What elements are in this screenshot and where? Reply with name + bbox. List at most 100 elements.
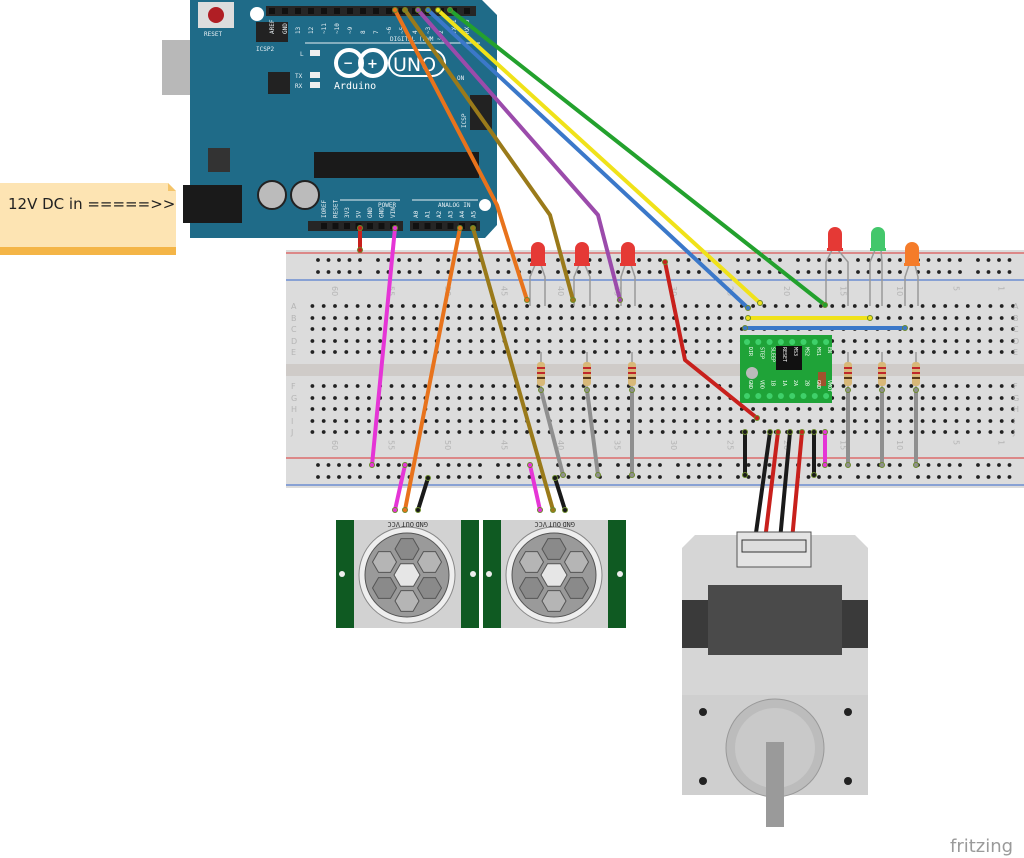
breadboard-hole[interactable] — [604, 384, 609, 388]
breadboard-hole[interactable] — [604, 407, 609, 411]
breadboard-hole[interactable] — [932, 327, 936, 331]
breadboard-hole[interactable] — [491, 316, 496, 320]
breadboard-hole[interactable] — [446, 327, 450, 331]
rail-hole[interactable] — [827, 258, 832, 262]
rail-hole[interactable] — [436, 463, 440, 467]
rail-hole[interactable] — [937, 270, 941, 274]
breadboard-hole[interactable] — [717, 430, 722, 434]
rail-hole[interactable] — [598, 270, 602, 274]
rail-hole[interactable] — [556, 258, 560, 262]
breadboard-hole[interactable] — [660, 304, 665, 308]
breadboard-hole[interactable] — [864, 407, 868, 411]
rail-hole[interactable] — [976, 463, 980, 467]
breadboard-hole[interactable] — [954, 396, 959, 400]
breadboard-hole[interactable] — [434, 384, 439, 388]
breadboard-hole[interactable] — [920, 327, 925, 331]
breadboard-hole[interactable] — [909, 430, 914, 434]
breadboard-hole[interactable] — [988, 316, 993, 320]
breadboard-hole[interactable] — [412, 316, 416, 320]
breadboard-hole[interactable] — [717, 396, 722, 400]
breadboard-hole[interactable] — [672, 407, 676, 411]
breadboard-hole[interactable] — [626, 350, 631, 354]
rail-hole[interactable] — [478, 463, 482, 467]
breadboard-hole[interactable] — [491, 396, 496, 400]
rail-hole[interactable] — [997, 475, 1001, 479]
breadboard-hole[interactable] — [457, 396, 462, 400]
breadboard-hole[interactable] — [581, 430, 586, 434]
header-pin[interactable] — [436, 223, 442, 229]
breadboard-hole[interactable] — [977, 339, 981, 343]
rail-hole[interactable] — [347, 258, 352, 262]
breadboard-hole[interactable] — [706, 419, 710, 423]
breadboard-hole[interactable] — [965, 430, 970, 434]
breadboard-hole[interactable] — [932, 407, 936, 411]
rail-hole[interactable] — [496, 463, 500, 467]
breadboard-hole[interactable] — [547, 327, 552, 331]
rail-hole[interactable] — [478, 475, 482, 479]
rail-hole[interactable] — [856, 258, 860, 262]
breadboard-hole[interactable] — [909, 396, 914, 400]
breadboard-hole[interactable] — [660, 327, 665, 331]
breadboard-hole[interactable] — [762, 407, 767, 411]
breadboard-hole[interactable] — [615, 396, 620, 400]
breadboard-hole[interactable] — [932, 339, 936, 343]
breadboard-hole[interactable] — [536, 430, 541, 434]
breadboard-hole[interactable] — [502, 407, 507, 411]
breadboard-hole[interactable] — [898, 430, 902, 434]
rail-hole[interactable] — [757, 270, 761, 274]
breadboard-hole[interactable] — [683, 430, 688, 434]
rail-hole[interactable] — [556, 270, 560, 274]
breadboard-hole[interactable] — [819, 430, 823, 434]
breadboard-hole[interactable] — [367, 396, 371, 400]
breadboard-hole[interactable] — [310, 396, 315, 400]
breadboard-hole[interactable] — [886, 384, 891, 388]
red-wire[interactable] — [663, 260, 759, 420]
breadboard-hole[interactable] — [412, 384, 416, 388]
header-pin[interactable] — [399, 8, 405, 14]
rail-hole[interactable] — [637, 270, 641, 274]
breadboard-hole[interactable] — [615, 350, 620, 354]
breadboard-hole[interactable] — [965, 327, 970, 331]
breadboard-hole[interactable] — [378, 316, 383, 320]
breadboard-hole[interactable] — [977, 396, 981, 400]
breadboard-hole[interactable] — [423, 304, 428, 308]
breadboard-hole[interactable] — [491, 327, 496, 331]
breadboard-hole[interactable] — [909, 384, 914, 388]
breadboard-hole[interactable] — [638, 407, 642, 411]
breadboard-hole[interactable] — [1011, 339, 1015, 343]
breadboard-hole[interactable] — [909, 407, 914, 411]
breadboard-hole[interactable] — [480, 430, 484, 434]
rail-hole[interactable] — [767, 270, 772, 274]
breadboard-hole[interactable] — [525, 316, 529, 320]
rail-hole[interactable] — [457, 463, 461, 467]
rail-hole[interactable] — [746, 258, 751, 262]
rail-hole[interactable] — [577, 270, 581, 274]
breadboard-hole[interactable] — [333, 407, 337, 411]
rail-hole[interactable] — [337, 463, 341, 467]
header-pin[interactable] — [413, 223, 419, 229]
breadboard-hole[interactable] — [367, 407, 371, 411]
breadboard-hole[interactable] — [389, 350, 394, 354]
breadboard-hole[interactable] — [875, 384, 880, 388]
breadboard-hole[interactable] — [491, 384, 496, 388]
breadboard-hole[interactable] — [626, 396, 631, 400]
rail-hole[interactable] — [326, 258, 331, 262]
rail-hole[interactable] — [976, 270, 980, 274]
breadboard-hole[interactable] — [920, 304, 925, 308]
breadboard-hole[interactable] — [920, 350, 925, 354]
breadboard-hole[interactable] — [649, 430, 654, 434]
breadboard-hole[interactable] — [513, 396, 518, 400]
breadboard-hole[interactable] — [547, 316, 552, 320]
rail-hole[interactable] — [877, 258, 881, 262]
breadboard-hole[interactable] — [965, 396, 970, 400]
rail-hole[interactable] — [467, 463, 472, 467]
breadboard-hole[interactable] — [525, 430, 529, 434]
breadboard-hole[interactable] — [785, 419, 789, 423]
breadboard-hole[interactable] — [954, 350, 959, 354]
breadboard-hole[interactable] — [649, 384, 654, 388]
rail-hole[interactable] — [697, 475, 701, 479]
breadboard-hole[interactable] — [321, 350, 326, 354]
rail-hole[interactable] — [316, 270, 320, 274]
breadboard-hole[interactable] — [694, 339, 699, 343]
breadboard-hole[interactable] — [898, 304, 902, 308]
